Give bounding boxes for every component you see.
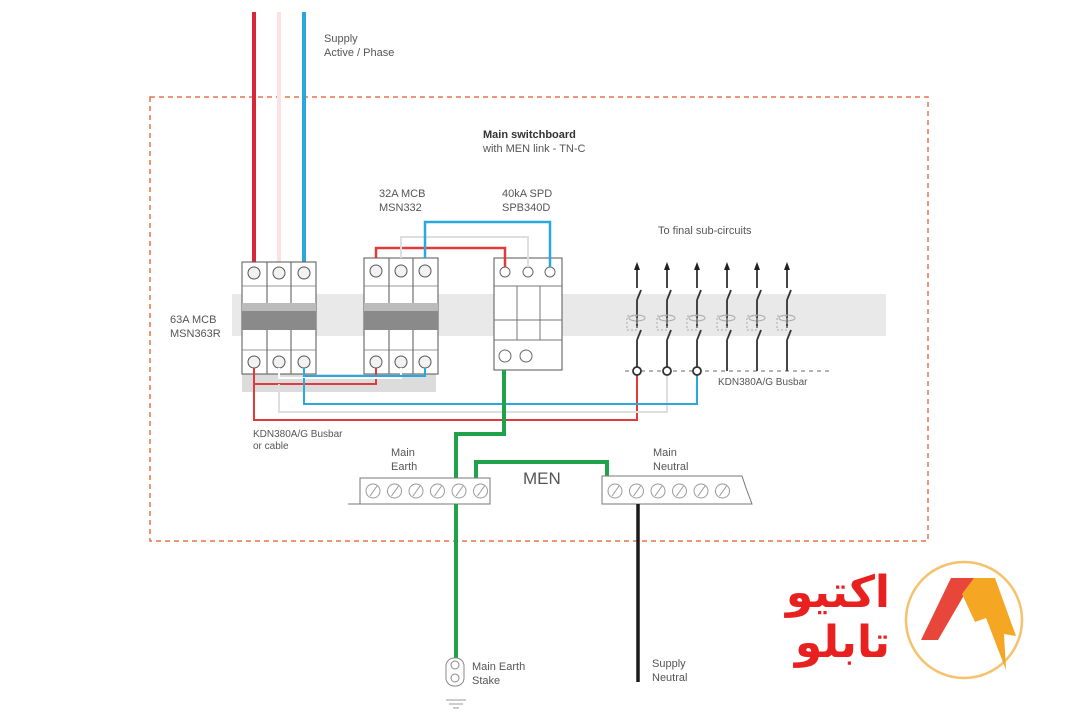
- logo-wordmark: اکتیو تابلو: [730, 568, 890, 668]
- busbar-tap: [632, 366, 642, 376]
- terminal-screw-icon: [629, 483, 644, 499]
- supply-label: Supply Active / Phase: [324, 32, 394, 60]
- supply-label-line1: Supply: [324, 33, 358, 45]
- arrow-up-icon: [724, 262, 730, 270]
- supply-neutral-line1: Supply: [652, 658, 686, 670]
- spd-rating: 40kA SPD: [502, 188, 553, 200]
- title-line2: with MEN link - TN-C: [483, 143, 586, 155]
- earth-stake-icon: [445, 657, 465, 687]
- title-line1: Main switchboard: [483, 129, 576, 141]
- logo-line2: تابلو: [794, 617, 890, 668]
- mcb32-label: 32A MCB MSN332: [379, 187, 425, 215]
- main-neutral-bar[interactable]: [601, 475, 753, 505]
- main-earth-line2: Earth: [391, 461, 418, 473]
- mcb32-rating: 32A MCB: [379, 188, 426, 200]
- busbar-right-label: KDN380A/G Busbar: [718, 377, 808, 388]
- arrow-up-icon: [694, 262, 700, 270]
- switchboard-title: Main switchboard with MEN link - TN-C: [483, 128, 585, 156]
- feeder-red: [253, 371, 638, 421]
- busbar-left-line1: KDN380A/G Busbar: [253, 429, 343, 440]
- main-neutral-line2: Neutral: [653, 461, 689, 473]
- terminal-screw-icon: [408, 483, 424, 499]
- mcb63-rating: 63A MCB: [170, 314, 217, 326]
- supply-neutral-label: Supply Neutral: [652, 657, 687, 685]
- mcb63-model: MSN363R: [170, 328, 221, 340]
- subcircuit-breaker[interactable]: [656, 262, 676, 376]
- spd-feed-blue: [423, 220, 552, 267]
- busbar-tap: [692, 366, 702, 376]
- spd-label: 40kA SPD SPB340D: [502, 187, 552, 215]
- switchboard-boundary: [149, 96, 929, 542]
- supply-label-line2: Active / Phase: [324, 47, 395, 59]
- subcircuits-label: To final sub-circuits: [658, 225, 752, 237]
- arrow-up-icon: [754, 262, 760, 270]
- subcircuit-breaker[interactable]: [686, 262, 706, 376]
- arrow-up-icon: [784, 262, 790, 270]
- subcircuit-breaker[interactable]: [746, 262, 766, 371]
- men-link-conductor[interactable]: [474, 460, 609, 478]
- earth-stake-line1: Main Earth: [472, 661, 526, 673]
- main-earth-label: Main Earth: [391, 446, 417, 474]
- terminal-screw-icon: [672, 483, 687, 499]
- main-neutral-label: Main Neutral: [653, 446, 688, 474]
- arrow-up-icon: [664, 262, 670, 270]
- men-label: MEN: [523, 469, 561, 488]
- main-earth-bar[interactable]: [348, 477, 491, 505]
- terminal-screw-icon: [387, 483, 402, 499]
- subcircuit-breaker[interactable]: [626, 262, 646, 376]
- terminal-screw-icon: [650, 483, 666, 499]
- terminal-screw-icon: [473, 483, 488, 499]
- logo-line1: اکتیو: [785, 567, 890, 618]
- mcb-63a[interactable]: [241, 261, 317, 375]
- earth-stake-line2: Stake: [472, 675, 501, 687]
- activ-tablo-logo-icon: [904, 560, 1024, 680]
- terminal-screw-icon: [451, 483, 467, 499]
- spd-model: SPB340D: [502, 202, 551, 214]
- mcb32-model: MSN332: [379, 202, 422, 214]
- terminal-screw-icon: [693, 483, 709, 499]
- spd-40ka[interactable]: [493, 257, 563, 371]
- main-earth-line1: Main: [391, 447, 415, 459]
- terminal-screw-icon: [715, 483, 730, 499]
- main-neutral-line1: Main: [653, 447, 677, 459]
- spd-earth-conductor: [454, 370, 506, 478]
- ground-symbol-icon: [446, 699, 466, 709]
- subcircuit-breaker[interactable]: [776, 262, 796, 371]
- terminal-screw-icon: [430, 483, 445, 499]
- terminal-screw-icon: [365, 483, 381, 499]
- busbar-tap: [662, 366, 672, 376]
- subcircuit-breaker[interactable]: [716, 262, 736, 371]
- earth-stake-label: Main Earth Stake: [472, 660, 525, 688]
- mcb63-label: 63A MCB MSN363R: [170, 313, 221, 341]
- feeder-white: [278, 371, 668, 413]
- supply-neutral-line2: Neutral: [652, 672, 688, 684]
- feeder-blue: [303, 371, 698, 405]
- arrow-up-icon: [634, 262, 640, 270]
- spd-feed-red: [374, 246, 507, 267]
- terminal-screw-icon: [607, 483, 623, 499]
- busbar-blue-link: [303, 368, 426, 377]
- spd-feed-white: [400, 236, 529, 267]
- busbar-left-line2: or cable: [253, 441, 289, 452]
- mcb-32a[interactable]: [363, 257, 439, 375]
- subcircuit-group: [626, 262, 796, 376]
- busbar-white-link: [278, 368, 402, 379]
- busbar-left-label: KDN380A/G Busbar or cable: [253, 429, 343, 453]
